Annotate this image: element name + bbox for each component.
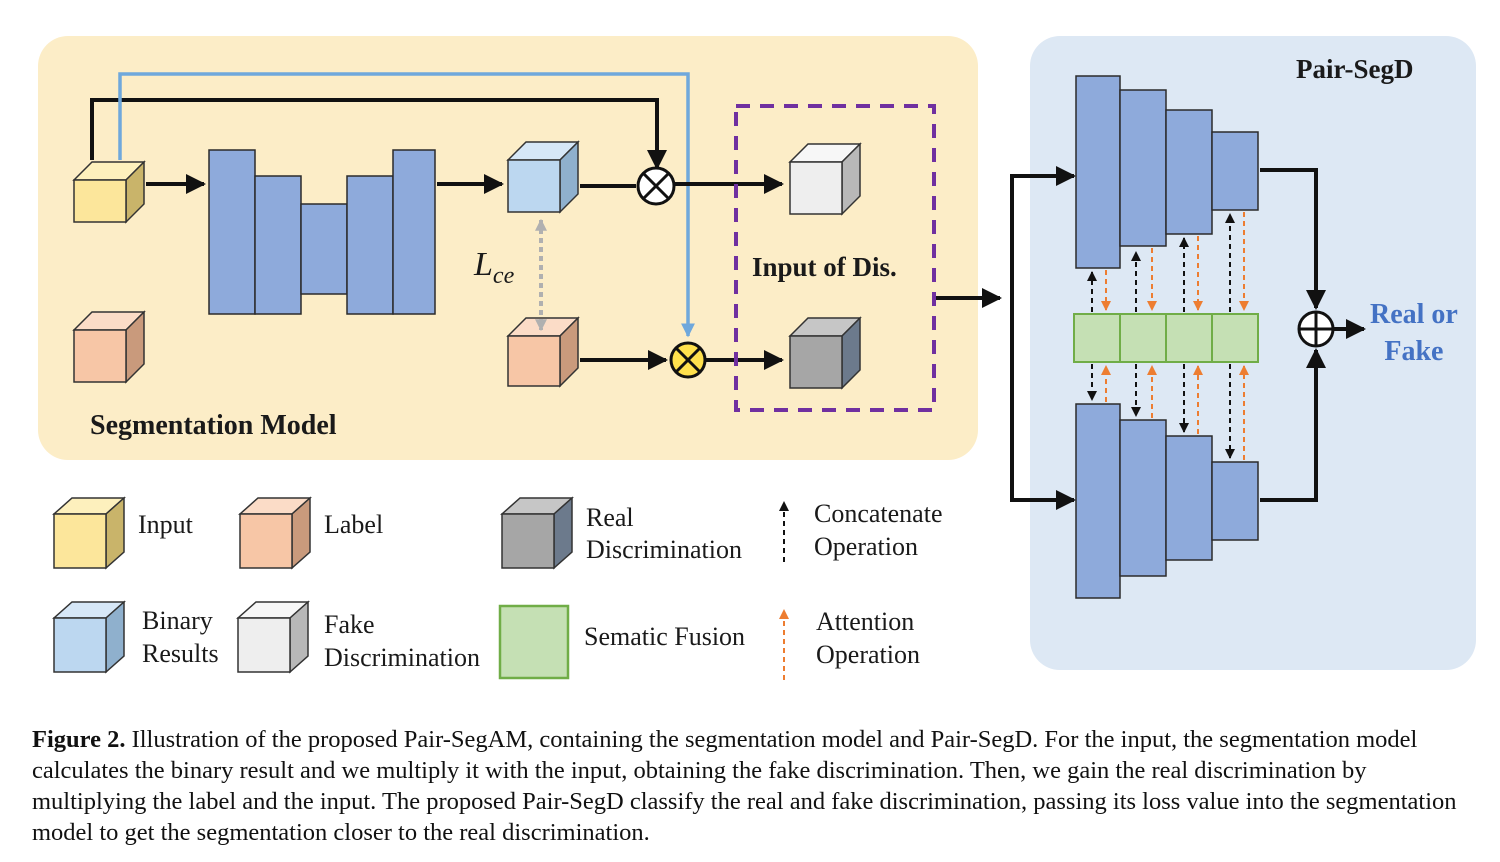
figure-caption: Figure 2. Illustration of the proposed P… [32, 724, 1472, 848]
legend-fake-line2: Discrimination [324, 643, 480, 672]
output-label: Real or Fake [1370, 296, 1458, 370]
discriminator-top-branch [1075, 75, 1259, 269]
legend-attention-line2: Operation [816, 640, 920, 669]
legend-binary-label: Binary Results [142, 604, 219, 670]
loss-symbol: L [474, 246, 493, 283]
legend-fusion-label: Sematic Fusion [584, 622, 746, 651]
caption-text: Illustration of the proposed Pair-SegAM,… [32, 726, 1457, 846]
legend-label-label: Label [324, 510, 384, 539]
legend-fake-line1: Fake [324, 610, 375, 639]
fake-discrimination-cube [788, 142, 862, 216]
legend-fake-label: Fake Discrimination [324, 608, 480, 674]
pair-segd-title: Pair-SegD [1296, 54, 1414, 84]
legend-binary-line1: Binary [142, 606, 213, 635]
legend-binary-swatch [52, 600, 126, 674]
concatenate-arrows [1087, 213, 1235, 459]
semantic-fusion-blocks [1073, 313, 1259, 363]
legend-label-swatch [238, 496, 312, 570]
caption-label: Figure 2. [32, 726, 126, 753]
legend-real-line1: Real [586, 503, 634, 532]
binary-result-cube [506, 140, 580, 214]
multiply-operator-bottom [669, 341, 707, 379]
legend-concatenate-line2: Operation [814, 532, 918, 561]
legend-input-label: Input [138, 510, 193, 539]
legend-binary-line2: Results [142, 639, 219, 668]
loss-label: Lce [474, 246, 514, 290]
legend-attention-line1: Attention [816, 607, 915, 636]
skip-connection-blue [118, 72, 695, 338]
input-of-dis-box [734, 104, 936, 412]
legend-fusion-swatch [498, 604, 570, 680]
discriminator-bottom-branch [1075, 403, 1259, 599]
legend-real-label: Real Discrimination [586, 502, 742, 566]
legend-real-line2: Discrimination [586, 535, 742, 564]
legend-real-swatch [500, 496, 574, 570]
segmentation-model-panel [38, 36, 978, 460]
architecture-diagram: Segmentation Model Pair-SegD Lce Input o… [38, 36, 1476, 680]
skip-connection-black [90, 98, 667, 170]
real-discrimination-cube [788, 316, 862, 390]
label-cube [72, 310, 146, 384]
multiply-operator-top [636, 166, 676, 206]
input-cube [72, 160, 146, 224]
segmentation-model-title: Segmentation Model [90, 410, 337, 441]
output-label-line2: Fake [1384, 336, 1444, 367]
segmentation-network [208, 149, 436, 315]
legend-concatenate-line1: Concatenate [814, 499, 943, 528]
legend-input-swatch [52, 496, 126, 570]
sum-operator [1297, 310, 1335, 348]
legend-fake-swatch [236, 600, 310, 674]
legend-attention-label: Attention Operation [816, 605, 920, 671]
input-of-dis-label: Input of Dis. [752, 252, 897, 282]
loss-subscript: ce [492, 262, 515, 289]
legend-concatenate-label: Concatenate Operation [814, 497, 943, 563]
attention-arrows [1101, 212, 1249, 460]
output-label-line1: Real or [1370, 299, 1458, 330]
